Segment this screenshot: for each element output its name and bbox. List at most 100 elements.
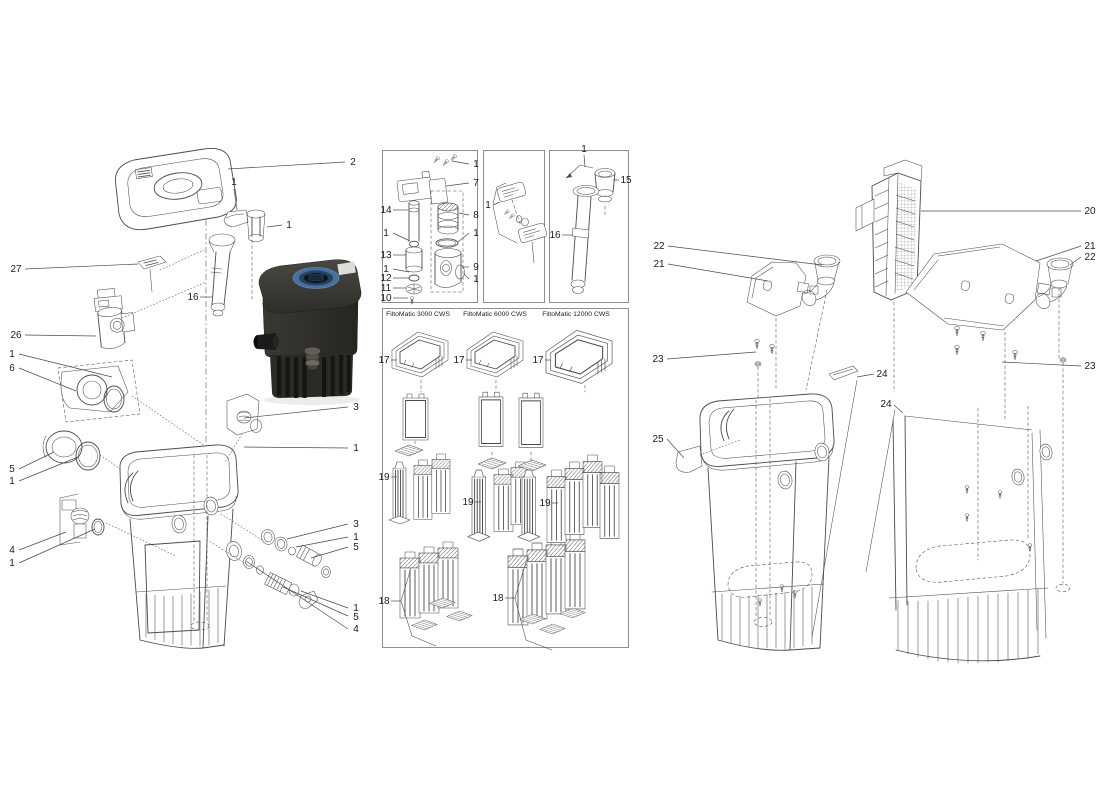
column-6000: [466, 331, 586, 651]
part-number-2: 2: [350, 157, 356, 168]
callout-leader: [1001, 361, 1082, 367]
part-number-1: 1: [383, 264, 389, 275]
part-number-19: 19: [378, 472, 390, 483]
callout-leader: [282, 586, 349, 617]
outlet-bracket-part: [224, 393, 262, 463]
part-number-1: 1: [231, 177, 237, 188]
part-number-12: 12: [380, 273, 392, 284]
part-number-10: 10: [380, 293, 392, 304]
part-number-22: 22: [1084, 252, 1096, 263]
callout-leader: [243, 406, 349, 419]
callout-leader: [445, 182, 470, 187]
part-number-17: 17: [532, 355, 544, 366]
uvc-unit-part: [93, 281, 209, 449]
callout-leader: [1069, 256, 1082, 266]
part-number-17: 17: [378, 355, 390, 366]
part-number-1: 1: [286, 220, 292, 231]
bracket-left-part: [746, 261, 819, 391]
part-number-4: 4: [353, 624, 359, 635]
part-number-1: 1: [473, 228, 479, 239]
volute-part: [57, 359, 141, 423]
callout-leader: [856, 373, 875, 378]
part-number-21: 21: [1084, 241, 1096, 252]
part-number-1: 1: [473, 159, 479, 170]
part-number-17: 17: [453, 355, 465, 366]
screws-right: [954, 326, 1067, 584]
variant-title-3000: FiltoMatic 3000 CWS: [386, 311, 450, 318]
callout-leader: [24, 263, 139, 270]
part-number-14: 14: [380, 205, 392, 216]
part-number-27: 27: [10, 264, 22, 275]
variant-title-12000: FiltoMatic 12000 CWS: [542, 311, 610, 318]
callout-leader: [18, 456, 79, 482]
part-number-5: 5: [353, 612, 359, 623]
callout-leader: [1035, 245, 1082, 262]
container-left-part: [699, 393, 835, 651]
part-number-4: 4: [9, 545, 15, 556]
part-number-22: 22: [653, 241, 665, 252]
strip-part: [811, 365, 859, 638]
column-3000: [388, 331, 473, 647]
callout-leader: [667, 245, 823, 266]
lid-part: [114, 148, 237, 453]
part-number-1: 1: [9, 349, 15, 360]
callout-leader: [243, 446, 349, 449]
bracket-right-part: [905, 243, 1062, 421]
part-number-1: 1: [485, 200, 491, 211]
part-number-1: 1: [9, 558, 15, 569]
part-number-1: 1: [9, 476, 15, 487]
callout-leader: [18, 531, 67, 551]
part-number-24: 24: [876, 369, 888, 380]
part-number-16: 16: [549, 230, 561, 241]
callout-leader: [667, 263, 769, 282]
part-number-18: 18: [378, 596, 390, 607]
part-number-8: 8: [473, 210, 479, 221]
clip-part: [675, 439, 741, 473]
variant-box-pump: [382, 150, 478, 303]
callout-leader: [227, 161, 346, 170]
release-column-part: [208, 209, 266, 317]
container-part: [119, 444, 239, 649]
callout-leader: [18, 528, 96, 564]
union-nut-part: [42, 430, 173, 506]
callout-leader: [451, 160, 470, 165]
part-number-1: 1: [383, 228, 389, 239]
container-right-part: [865, 405, 1071, 664]
callout-leader: [286, 523, 349, 540]
part-number-5: 5: [9, 464, 15, 475]
part-number-26: 26: [10, 330, 22, 341]
hose-fitting-row-a: [220, 513, 331, 578]
part-number-19: 19: [462, 497, 474, 508]
part-number-20: 20: [1084, 206, 1096, 217]
callout-leader: [463, 273, 470, 280]
part-number-11: 11: [381, 283, 392, 294]
callout-leader: [457, 232, 470, 243]
callout-leader: [492, 201, 501, 206]
funnel-right-part: [1035, 257, 1074, 361]
part-number-7: 7: [473, 178, 479, 189]
part-number-19: 19: [539, 498, 551, 509]
middle-panel: FiltoMatic 3000 CWS FiltoMatic 6000 CWS …: [382, 150, 629, 651]
part-number-1: 1: [353, 532, 359, 543]
part-number-16: 16: [187, 292, 199, 303]
cover-plate-part: [137, 249, 205, 293]
part-number-3: 3: [353, 519, 359, 530]
part-number-5: 5: [353, 542, 359, 553]
callout-leader: [893, 404, 904, 414]
variant-title-6000: FiltoMatic 6000 CWS: [463, 311, 527, 318]
inlet-valve-part: [59, 493, 177, 557]
right-exploded-view: [675, 159, 1074, 664]
part-number-21: 21: [653, 259, 665, 270]
part-number-9: 9: [473, 262, 479, 273]
part-number-18: 18: [492, 593, 504, 604]
part-number-1: 1: [581, 144, 587, 155]
callout-leader: [458, 212, 470, 216]
callout-leader: [245, 560, 349, 630]
funnel-left-part: [801, 254, 841, 391]
callout-leader: [300, 590, 349, 609]
callout-leader: [666, 351, 757, 360]
callout-leader: [24, 334, 97, 337]
riser-tube-art: [565, 164, 616, 294]
